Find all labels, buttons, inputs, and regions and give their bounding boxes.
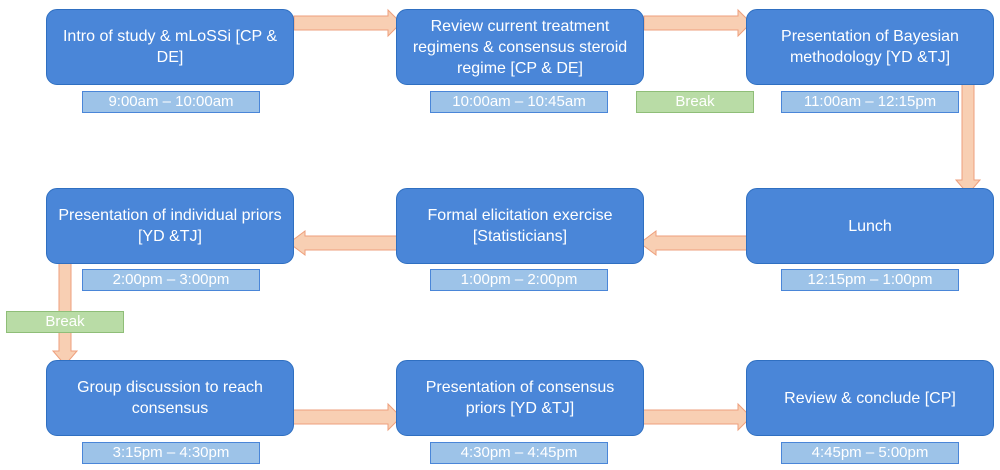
arrow-right-1: [293, 8, 402, 38]
step-review-conclude: Review & conclude [CP]: [746, 360, 994, 436]
step-label: Presentation of Bayesian methodology [YD…: [781, 28, 959, 66]
step-label: Presentation of individual priors [YD &T…: [58, 207, 282, 245]
arrow-right-3: [284, 402, 402, 432]
step-group-discussion: Group discussion to reach consensus: [46, 360, 294, 436]
break-label-morning: Break: [636, 91, 754, 113]
step-individual-priors: Presentation of individual priors [YD &T…: [46, 188, 294, 264]
time-label-review-conclude: 4:45pm – 5:00pm: [781, 442, 959, 464]
step-label: Review & conclude [CP]: [784, 389, 956, 407]
time-label-review-regimens: 10:00am – 10:45am: [430, 91, 608, 113]
arrow-left-2: [288, 230, 406, 256]
step-review-treatment-regimens: Review current treatment regimens & cons…: [396, 9, 644, 85]
arrow-left-1: [639, 230, 755, 256]
break-label-afternoon: Break: [6, 311, 124, 333]
time-label-intro: 9:00am – 10:00am: [82, 91, 260, 113]
step-label: Intro of study & mLoSSi [CP & DE]: [62, 28, 278, 66]
time-label-lunch: 12:15pm – 1:00pm: [781, 269, 959, 291]
step-label: Lunch: [848, 217, 892, 235]
time-label-consensus-priors: 4:30pm – 4:45pm: [430, 442, 608, 464]
step-intro-of-study: Intro of study & mLoSSi [CP & DE]: [46, 9, 294, 85]
time-label-elicitation: 1:00pm – 2:00pm: [430, 269, 608, 291]
step-lunch: Lunch: [746, 188, 994, 264]
step-bayesian-methodology: Presentation of Bayesian methodology [YD…: [746, 9, 994, 85]
time-label-group-discussion: 3:15pm – 4:30pm: [82, 442, 260, 464]
arrow-right-4: [635, 402, 752, 432]
step-label: Review current treatment regimens & cons…: [412, 17, 628, 77]
arrow-down-1: [954, 83, 982, 195]
step-formal-elicitation: Formal elicitation exercise [Statisticia…: [396, 188, 644, 264]
time-label-individual-priors: 2:00pm – 3:00pm: [82, 269, 260, 291]
step-consensus-priors: Presentation of consensus priors [YD &TJ…: [396, 360, 644, 436]
time-label-bayesian: 11:00am – 12:15pm: [781, 91, 959, 113]
step-label: Group discussion to reach consensus: [77, 379, 263, 417]
arrow-down-2: [51, 252, 79, 366]
step-label: Formal elicitation exercise [Statisticia…: [427, 207, 613, 245]
arrow-right-2: [643, 8, 752, 38]
step-label: Presentation of consensus priors [YD &TJ…: [425, 379, 615, 417]
